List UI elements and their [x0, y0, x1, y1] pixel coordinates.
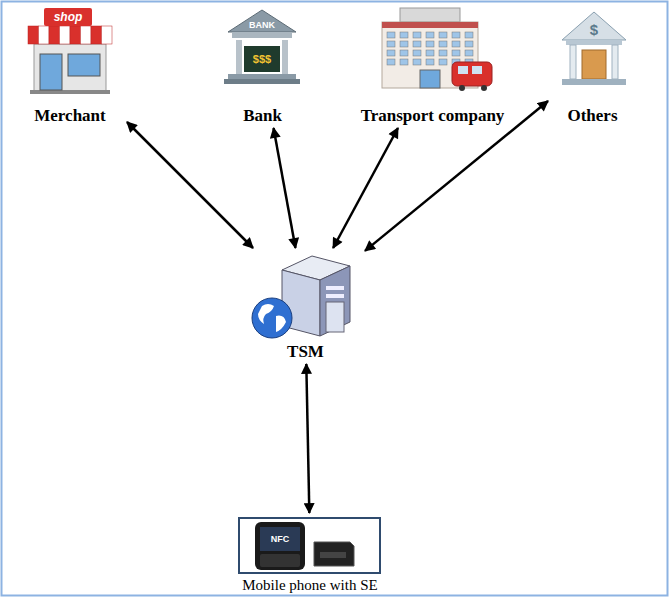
transport-icon	[382, 8, 492, 91]
node-label: Bank	[243, 106, 282, 126]
double-arrow	[127, 122, 253, 248]
phone-icon	[255, 522, 354, 570]
screen-text: NFC	[271, 535, 290, 544]
sign-text: $$$	[253, 54, 271, 65]
sign-text: BANK	[249, 21, 275, 30]
node-label: TSM	[287, 342, 324, 362]
node-label: Merchant	[34, 106, 105, 126]
sign-text: shop	[54, 11, 83, 23]
institution-icon	[562, 12, 626, 85]
double-arrow	[306, 364, 309, 513]
phone-frame	[239, 518, 380, 573]
sign-text: $	[590, 22, 598, 37]
double-arrow	[333, 128, 398, 248]
transport-node: Transport company	[345, 5, 520, 126]
shop-icon	[28, 8, 112, 94]
double-arrow	[274, 128, 296, 248]
merchant-node: Merchant	[15, 5, 125, 126]
node-label: Transport company	[361, 106, 505, 126]
bank-icon	[224, 10, 300, 84]
node-label: Mobile phone with SE	[242, 575, 377, 595]
server-icon	[252, 256, 350, 338]
tsm-server-node: TSM	[248, 250, 363, 362]
mobile-phone-node: Mobile phone with SE	[225, 515, 395, 595]
node-label: Others	[567, 106, 617, 126]
